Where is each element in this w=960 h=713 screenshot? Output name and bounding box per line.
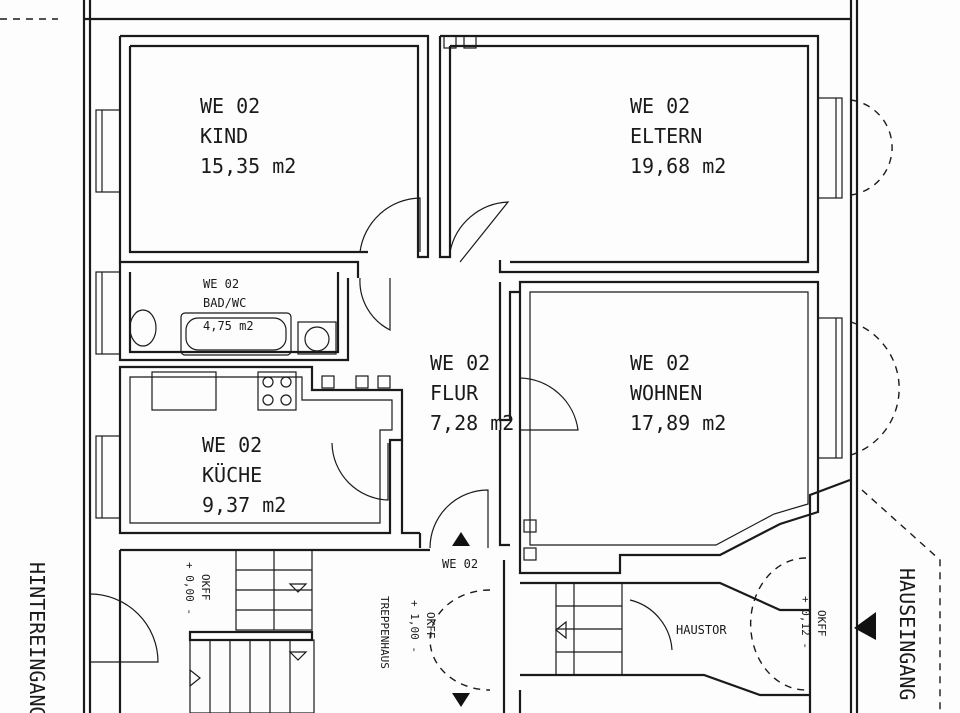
room-eltern-area: 19,68 m2 (630, 154, 726, 178)
down-arrow (452, 693, 470, 707)
okff-back-label: OKFF (199, 574, 212, 601)
okff-back-value: + 0,00 - (183, 562, 196, 615)
room-kueche-unit: WE 02 (202, 433, 262, 457)
treppenhaus-label: TREPPENHAUS (378, 596, 391, 669)
room-kueche-area: 9,37 m2 (202, 493, 286, 517)
room-kind-unit: WE 02 (200, 94, 260, 118)
stairwell (118, 478, 941, 713)
room-kind-name: KIND (200, 124, 248, 148)
entry-unit-label: WE 02 (442, 557, 478, 571)
okff-front-value: + 0,12 - (799, 596, 812, 649)
stove (257, 371, 297, 411)
kitchen-sink (151, 371, 217, 411)
windows (95, 97, 900, 519)
sink (297, 321, 337, 355)
okff-front-label: OKFF (815, 610, 828, 637)
toilet (129, 309, 157, 347)
up-arrow (452, 532, 470, 546)
room-wohnen-name: WOHNEN (630, 381, 702, 405)
haustor-label: HAUSTOR (676, 623, 727, 637)
room-flur-unit: WE 02 (430, 351, 490, 375)
room-flur-name: FLUR (430, 381, 479, 405)
room-wohnen-area: 17,89 m2 (630, 411, 726, 435)
room-eltern-name: ELTERN (630, 124, 702, 148)
hauseingang-label: HAUSEINGANG (895, 568, 919, 700)
window-left (95, 435, 121, 519)
room-bad-area: 4,75 m2 (203, 319, 254, 333)
shaft-square (443, 35, 457, 49)
room-flur-walls (400, 430, 510, 548)
hintereingang-label: HINTEREINGANG (25, 562, 49, 713)
bathtub (180, 312, 292, 356)
room-kind-area: 15,35 m2 (200, 154, 296, 178)
window-left (95, 109, 121, 193)
okff-stair-label: OKFF (424, 612, 437, 639)
room-eltern (438, 34, 820, 274)
okff-stair-value: + 1,00 - (408, 600, 421, 653)
room-bad-unit: WE 02 (203, 277, 239, 291)
room-eltern-unit: WE 02 (630, 94, 690, 118)
window-right (817, 317, 843, 459)
window-right (817, 97, 843, 199)
doors (89, 197, 673, 663)
room-flur-area: 7,28 m2 (430, 411, 514, 435)
shaft-square (463, 35, 477, 49)
room-wohnen-unit: WE 02 (630, 351, 690, 375)
entrance-arrow (854, 612, 876, 640)
room-bad-name: BAD/WC (203, 296, 246, 310)
window-left (95, 271, 121, 355)
room-kueche-name: KÜCHE (202, 463, 262, 487)
